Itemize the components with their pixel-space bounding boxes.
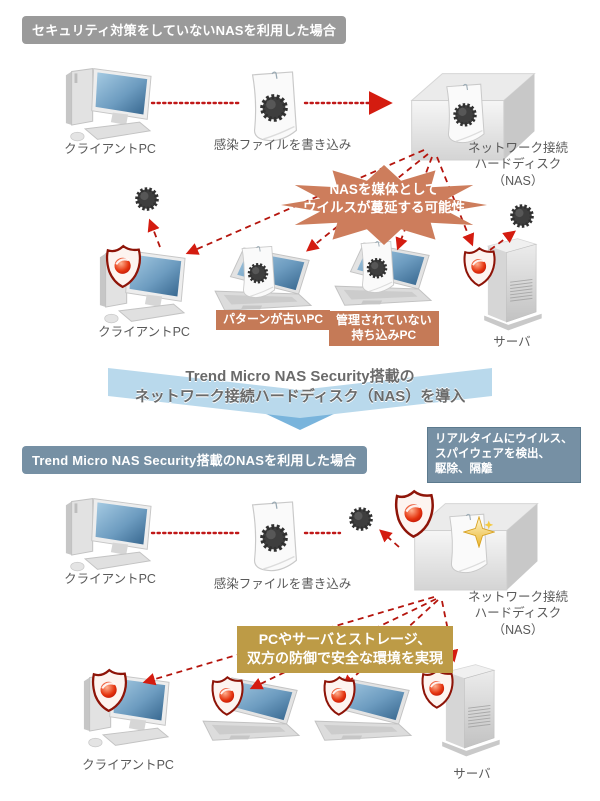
unmanaged-pc-label: 管理されていない 持ち込みPC bbox=[329, 311, 439, 346]
transition-arrow bbox=[108, 368, 492, 430]
old-pattern-pc-label: パターンが古いPC bbox=[216, 310, 331, 330]
shield-icon bbox=[210, 675, 246, 717]
virus-icon bbox=[507, 201, 537, 231]
infected-file-icon bbox=[237, 245, 279, 300]
infected-file-icon bbox=[245, 500, 303, 574]
gold-note: PCやサーバとストレージ、 双方の防御で安全な環境を実現 bbox=[237, 626, 453, 673]
shield-icon bbox=[420, 668, 456, 710]
desktop-pc-icon bbox=[58, 490, 158, 578]
virus-icon bbox=[346, 504, 376, 534]
infected-file-icon bbox=[356, 240, 398, 295]
shield-icon bbox=[462, 246, 498, 288]
infected-file-label: 感染ファイルを書き込み bbox=[213, 138, 352, 152]
shield-icon bbox=[90, 668, 130, 713]
sparkle-icon bbox=[463, 516, 495, 548]
transition-text: Trend Micro NAS Security搭載の ネットワーク接続ハードデ… bbox=[134, 368, 466, 405]
desktop-pc-icon bbox=[58, 60, 158, 148]
client-pc-label: クライアントPC bbox=[98, 325, 190, 339]
client-pc-label: クライアントPC bbox=[64, 572, 156, 586]
server-label: サーバ bbox=[453, 767, 491, 781]
infected-file-icon bbox=[441, 82, 489, 146]
shield-icon bbox=[322, 675, 358, 717]
client-pc-label: クライアントPC bbox=[82, 758, 174, 772]
client-pc-label: クライアントPC bbox=[64, 142, 156, 156]
realtime-note: リアルタイムにウイルス、 スパイウェアを検出、 駆除、隔離 bbox=[427, 427, 581, 483]
server-label: サーバ bbox=[493, 335, 531, 349]
panel1-title: セキュリティ対策をしていないNASを利用した場合 bbox=[22, 16, 347, 44]
shield-icon bbox=[393, 489, 437, 539]
nas-label: ネットワーク接続 ハードディスク （NAS） bbox=[467, 141, 568, 188]
virus-icon bbox=[132, 184, 162, 214]
shield-icon bbox=[104, 244, 144, 289]
infected-file-icon bbox=[245, 70, 303, 144]
nas-label: ネットワーク接続 ハードディスク （NAS） bbox=[467, 590, 568, 637]
burst-text: NASを媒体として ウイルスが蔓延する可能性 bbox=[303, 182, 465, 215]
infected-file-label: 感染ファイルを書き込み bbox=[213, 577, 352, 591]
panel2-title: Trend Micro NAS Security搭載のNASを利用した場合 bbox=[22, 446, 367, 474]
